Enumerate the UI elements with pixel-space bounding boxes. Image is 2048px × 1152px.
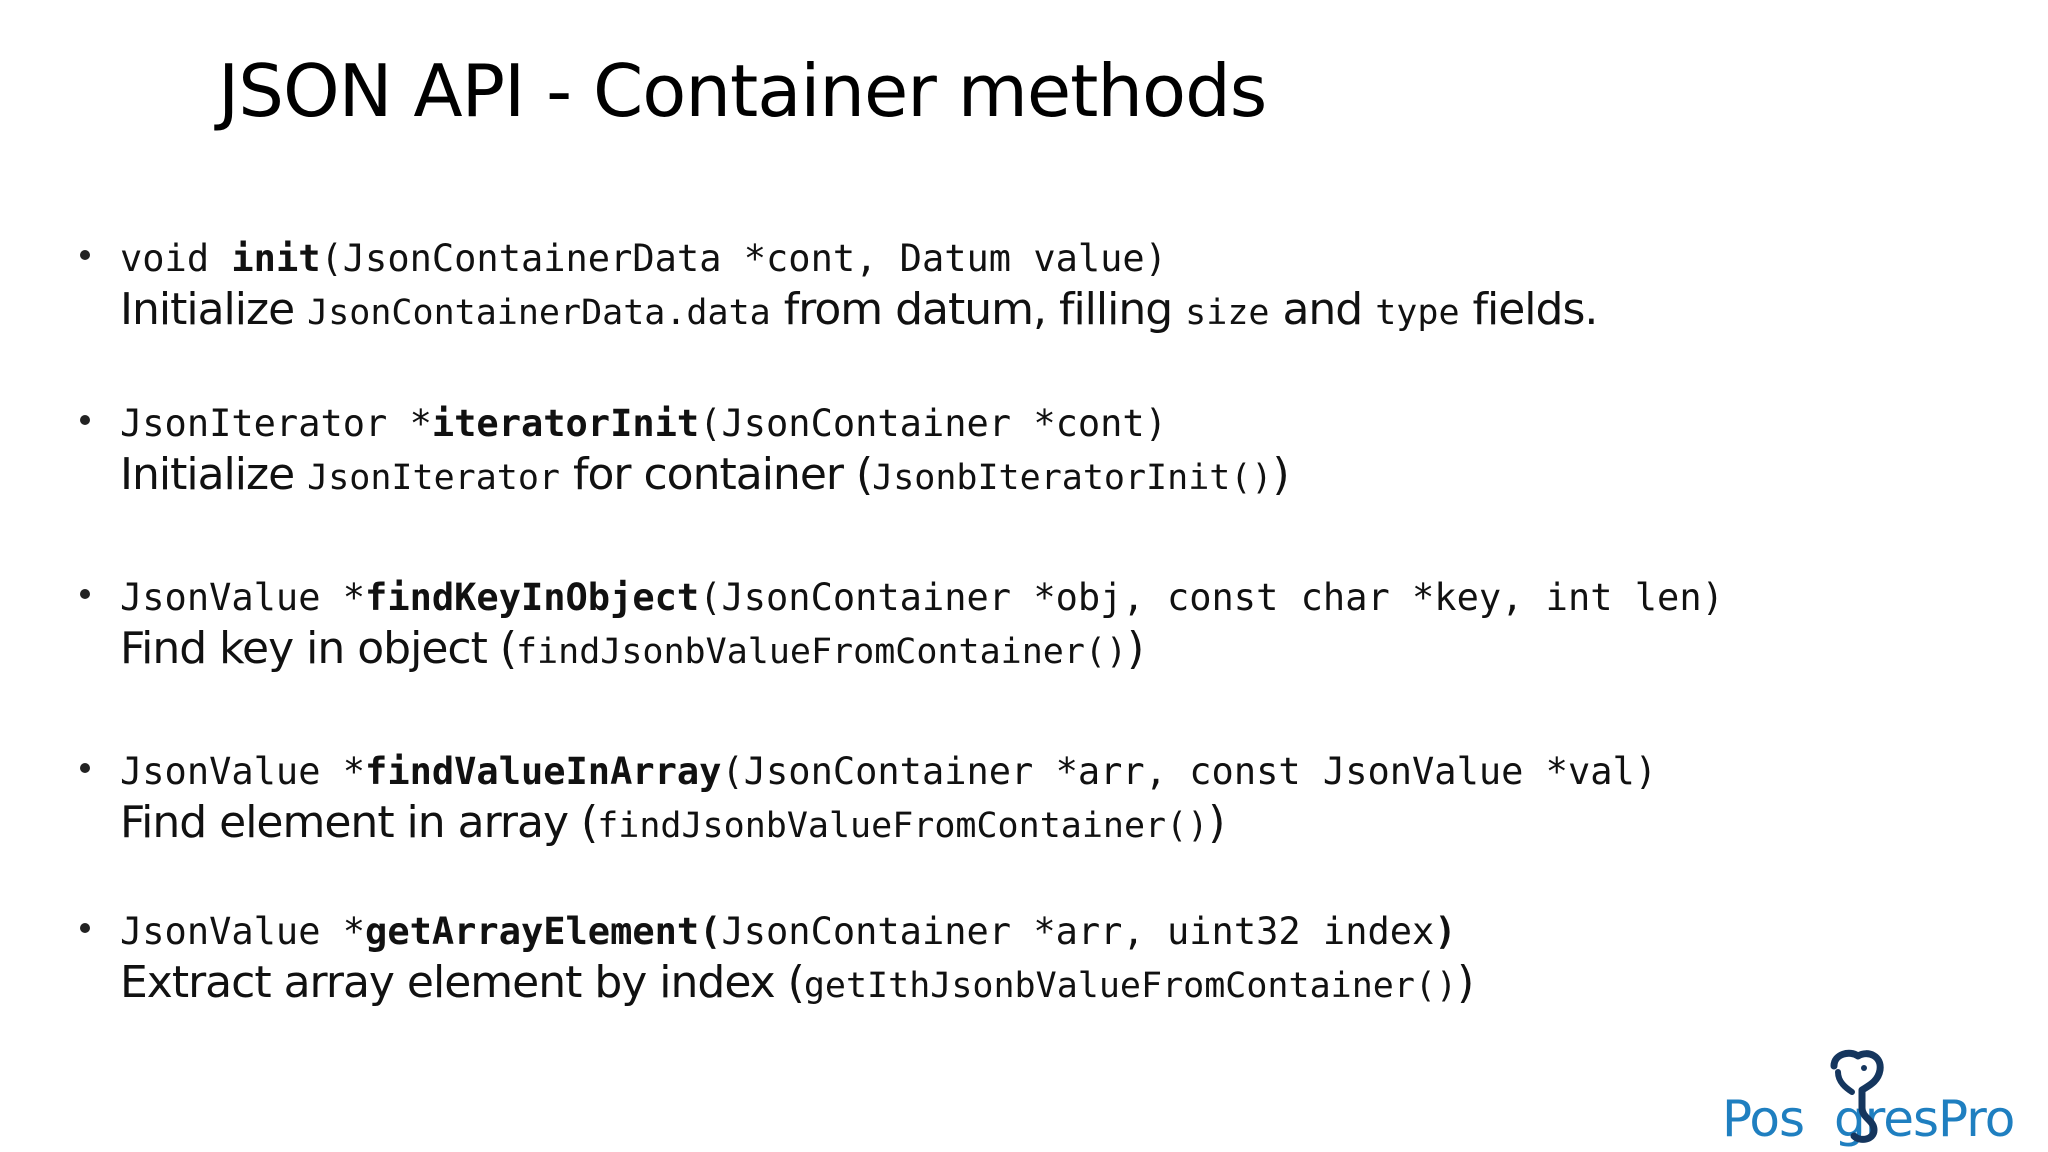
method-name: getArrayElement( (365, 910, 722, 953)
method-signature: JsonValue *findKeyInObject(JsonContainer… (120, 575, 1724, 621)
method-signature: void init(JsonContainerData *cont, Datum… (120, 236, 1597, 282)
description-text: ) (1208, 797, 1225, 848)
method-description: Find key in object (findJsonbValueFromCo… (120, 621, 1724, 680)
description-code: JsonIterator (307, 458, 561, 498)
description-text: Find key in object ( (120, 623, 517, 674)
signature-return-type: JsonValue * (120, 910, 366, 953)
list-item-find-value-in-array: JsonValue *findValueInArray(JsonContaine… (80, 749, 1657, 854)
list-item-find-key-in-object: JsonValue *findKeyInObject(JsonContainer… (80, 575, 1724, 680)
list-item-init: void init(JsonContainerData *cont, Datum… (80, 236, 1599, 341)
signature-return-type: JsonIterator * (120, 402, 432, 445)
description-text: Initialize (120, 284, 308, 335)
description-text: for container ( (560, 449, 873, 500)
description-text: ) (1457, 957, 1474, 1008)
bullet-dot (80, 763, 90, 773)
signature-return-type: JsonValue * (120, 576, 366, 619)
bullet-dot (80, 250, 90, 260)
method-signature: JsonIterator *iteratorInit(JsonContainer… (120, 401, 1289, 447)
description-text: Extract array element by index ( (120, 957, 805, 1008)
description-code: size (1185, 293, 1270, 333)
method-name: findKeyInObject (365, 576, 700, 619)
method-signature: JsonValue *getArrayElement(JsonContainer… (120, 909, 1473, 955)
logo-text-start: Pos (1722, 1090, 1805, 1148)
signature-params: (JsonContainer *obj, const char *key, in… (699, 576, 1724, 619)
list-item-get-array-element: JsonValue *getArrayElement(JsonContainer… (80, 909, 1474, 1014)
signature-params: (JsonContainerData *cont, Datum value) (320, 237, 1167, 280)
description-text: fields. (1459, 284, 1599, 335)
method-name: iteratorInit (431, 402, 700, 445)
description-text: Find element in array ( (120, 797, 598, 848)
method-signature: JsonValue *findValueInArray(JsonContaine… (120, 749, 1657, 795)
method-name: findValueInArray (365, 750, 722, 793)
description-text: Initialize (120, 449, 308, 500)
description-code: JsonContainerData.data (307, 293, 771, 333)
description-code: type (1375, 293, 1460, 333)
signature-params: (JsonContainer *arr, const JsonValue *va… (721, 750, 1658, 793)
signature-close-paren: ) (1434, 910, 1457, 953)
signature-return-type: JsonValue * (120, 750, 366, 793)
method-description: Find element in array (findJsonbValueFro… (120, 795, 1657, 854)
method-description: Extract array element by index (getIthJs… (120, 955, 1474, 1014)
description-text: ) (1127, 623, 1144, 674)
description-code: findJsonbValueFromContainer() (597, 806, 1209, 846)
signature-params: JsonContainer *arr, uint32 index (721, 910, 1435, 953)
description-text: and (1269, 284, 1376, 335)
list-item-iterator-init: JsonIterator *iteratorInit(JsonContainer… (80, 401, 1290, 506)
bullet-dot (80, 923, 90, 933)
description-text: from datum, filling (770, 284, 1186, 335)
description-code: JsonbIteratorInit() (872, 458, 1273, 498)
description-code: getIthJsonbValueFromContainer() (803, 966, 1458, 1006)
description-code: findJsonbValueFromContainer() (515, 632, 1128, 672)
signature-return-type: void (120, 237, 232, 280)
bullet-dot (80, 589, 90, 599)
signature-params: (JsonContainer *cont) (699, 402, 1167, 445)
elephant-icon (1830, 1049, 1884, 1143)
description-text: ) (1272, 449, 1290, 500)
method-description: Initialize JsonIterator for container (J… (120, 447, 1290, 506)
method-name: init (231, 237, 321, 280)
bullet-dot (80, 415, 90, 425)
slide-title: JSON API - Container methods (218, 49, 1267, 133)
method-description: Initialize JsonContainerData.data from d… (120, 282, 1599, 341)
